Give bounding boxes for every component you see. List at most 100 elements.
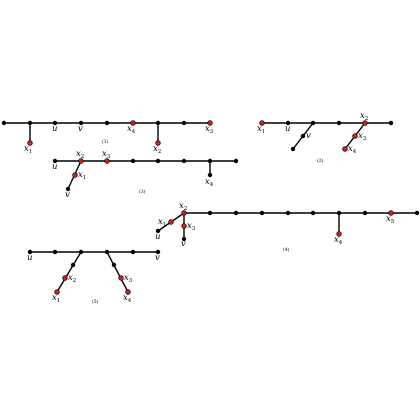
label-x2: x2 <box>76 149 84 160</box>
vertex-u <box>27 249 33 255</box>
label-u: u <box>52 162 57 172</box>
vertex-v <box>65 186 71 192</box>
label-x2: x2 <box>153 144 161 155</box>
vertex-u <box>52 158 58 164</box>
vertex <box>233 158 239 164</box>
vertex <box>181 120 187 126</box>
vertex <box>111 262 117 268</box>
vertex <box>104 249 110 255</box>
caption-3: (3) <box>139 188 146 195</box>
label-x1: x1 <box>52 293 60 304</box>
vertex <box>336 120 342 126</box>
vertex <box>207 210 213 216</box>
label-v: v <box>78 124 83 134</box>
caption-5: (5) <box>92 298 99 305</box>
vertex <box>155 158 161 164</box>
caption-2: (2) <box>317 157 324 164</box>
vertex-u <box>52 120 58 126</box>
vertex-v <box>78 120 84 126</box>
vertex-x4 <box>342 146 348 152</box>
vertex-x2 <box>155 140 161 146</box>
vertex-x3 <box>207 120 213 126</box>
label-x4: x4 <box>348 144 357 155</box>
vertex <box>155 120 161 126</box>
vertex-x3 <box>104 158 110 164</box>
caption-1: (1) <box>102 138 109 145</box>
vertex-x3 <box>118 275 124 281</box>
vertex-x1 <box>27 140 33 146</box>
label-x2: x2 <box>68 273 76 284</box>
vertex <box>1 120 7 126</box>
vertex <box>414 210 420 216</box>
label-x4: x4 <box>127 124 136 135</box>
vertex-x1 <box>72 172 78 178</box>
label-x1: x1 <box>257 124 265 135</box>
diagram-2: x1 u v x2 x3 x4 (2) <box>257 111 394 164</box>
vertex <box>27 120 33 126</box>
diagram-4: x1 u x2 x3 v x5 x4 (4) <box>155 201 420 253</box>
label-x3: x3 <box>205 124 214 135</box>
vertex-x2 <box>78 158 84 164</box>
vertex <box>104 120 110 126</box>
label-x2: x2 <box>179 201 187 212</box>
vertex-x3 <box>181 223 187 229</box>
vertex <box>336 210 342 216</box>
label-x4: x4 <box>334 235 343 246</box>
vertex-x4 <box>130 120 136 126</box>
vertex-v <box>181 236 187 242</box>
caption-4: (4) <box>283 246 290 253</box>
vertex <box>130 249 136 255</box>
diagram-3: u x2 x3 x1 v x4 (3) <box>52 149 239 200</box>
vertex-x1 <box>54 289 60 295</box>
vertex-u <box>155 228 161 234</box>
label-x1: x1 <box>158 217 166 228</box>
vertex-v <box>300 133 306 139</box>
label-x4: x4 <box>123 293 132 304</box>
vertex <box>207 158 213 164</box>
label-u: u <box>155 232 160 242</box>
vertex <box>52 249 58 255</box>
label-x1: x1 <box>78 170 86 181</box>
label-v: v <box>155 253 160 263</box>
vertex <box>310 210 316 216</box>
label-v: v <box>181 239 186 249</box>
diagram-5: u v x2 x1 x3 x4 (5) <box>27 249 161 305</box>
vertex <box>310 120 316 126</box>
label-x1: x1 <box>24 144 32 155</box>
vertex <box>285 210 291 216</box>
vertex-x4 <box>125 289 131 295</box>
vertex-x2 <box>362 120 368 126</box>
label-x3: x3 <box>102 149 111 160</box>
vertex-x2 <box>62 275 68 281</box>
label-v: v <box>306 131 311 141</box>
label-u: u <box>285 124 290 134</box>
vertex <box>130 158 136 164</box>
vertex-x5 <box>388 210 394 216</box>
diagram-1: u v x4 x3 x1 x2 (1) <box>1 120 214 155</box>
vertex <box>362 210 368 216</box>
vertex <box>181 158 187 164</box>
vertex-x4 <box>207 172 213 178</box>
vertex-u <box>285 120 291 126</box>
vertex <box>70 262 76 268</box>
label-x3: x3 <box>187 221 196 232</box>
vertex-x2 <box>181 210 187 216</box>
label-x4: x4 <box>205 177 214 188</box>
label-u: u <box>52 124 57 134</box>
label-x3: x3 <box>358 131 367 142</box>
vertex <box>233 210 239 216</box>
vertex <box>259 210 265 216</box>
vertex-x1 <box>168 219 174 225</box>
vertex-v <box>155 249 161 255</box>
vertex <box>290 146 296 152</box>
label-x3: x3 <box>124 273 133 284</box>
vertex-x1 <box>259 120 265 126</box>
label-x5: x5 <box>386 214 395 225</box>
label-u: u <box>27 253 32 263</box>
label-v: v <box>65 190 70 200</box>
vertex-x4 <box>336 231 342 237</box>
vertex <box>78 249 84 255</box>
vertex <box>388 120 394 126</box>
